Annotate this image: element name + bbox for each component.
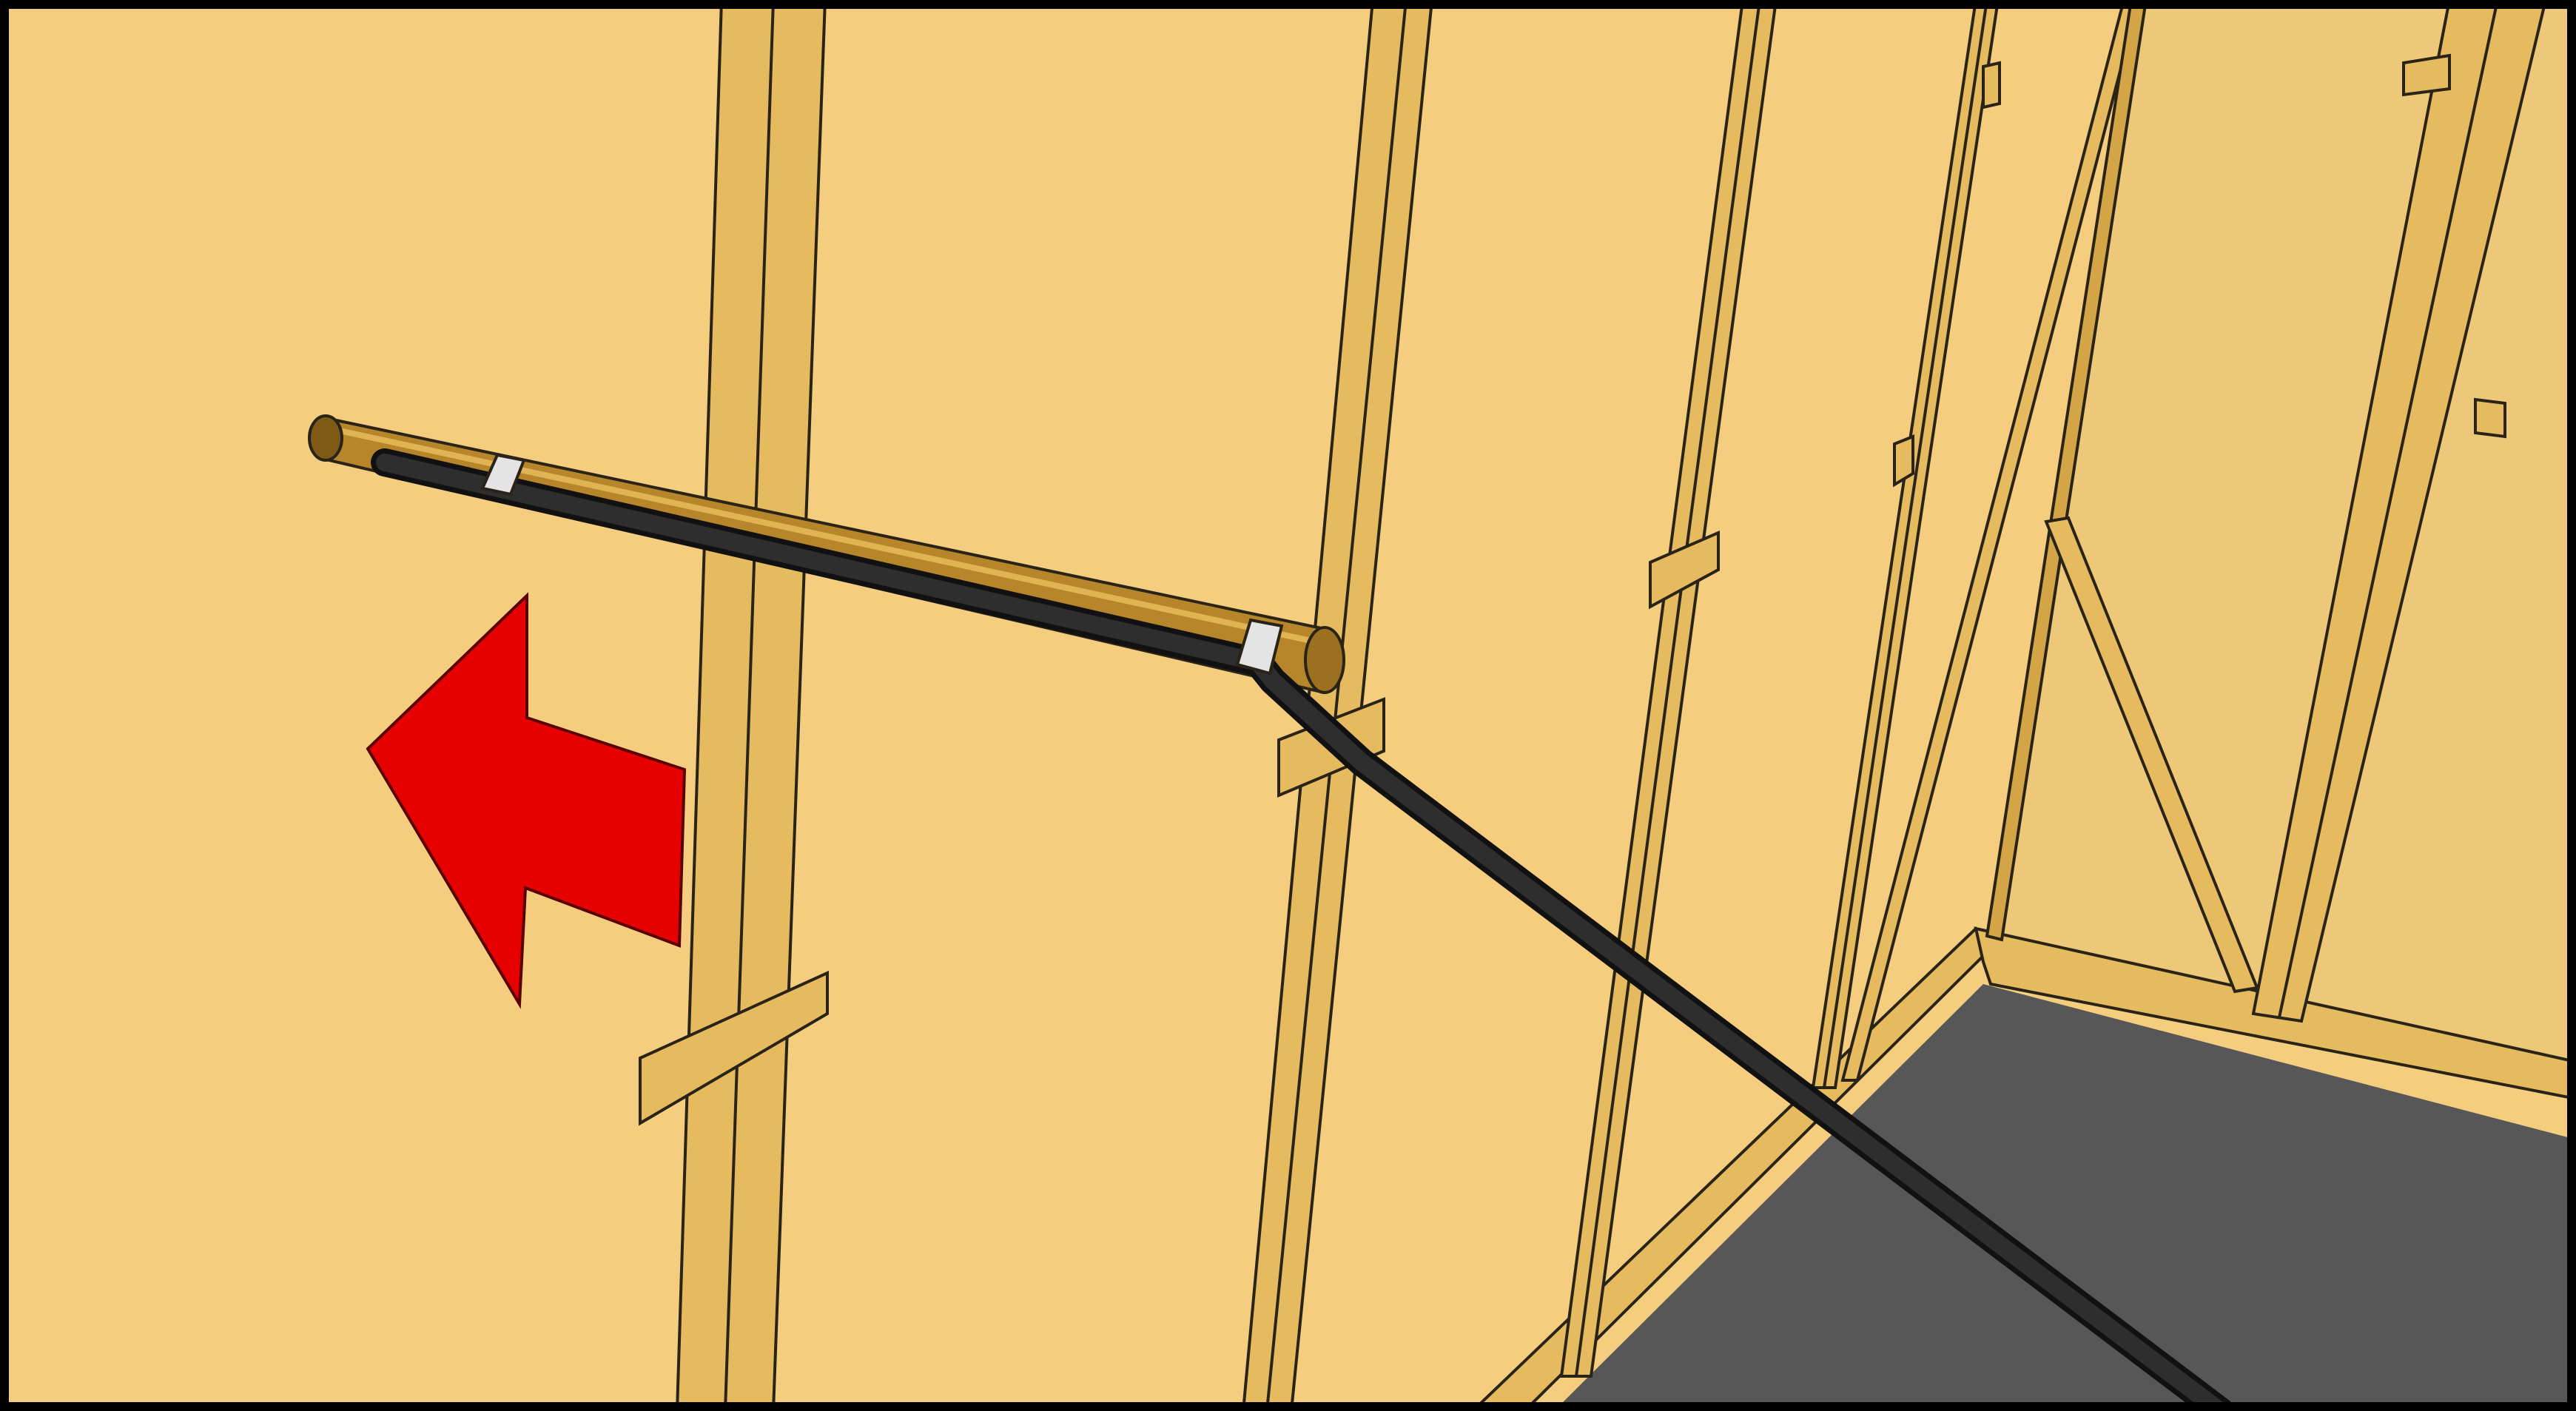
illustration-scene: [0, 0, 2576, 1411]
